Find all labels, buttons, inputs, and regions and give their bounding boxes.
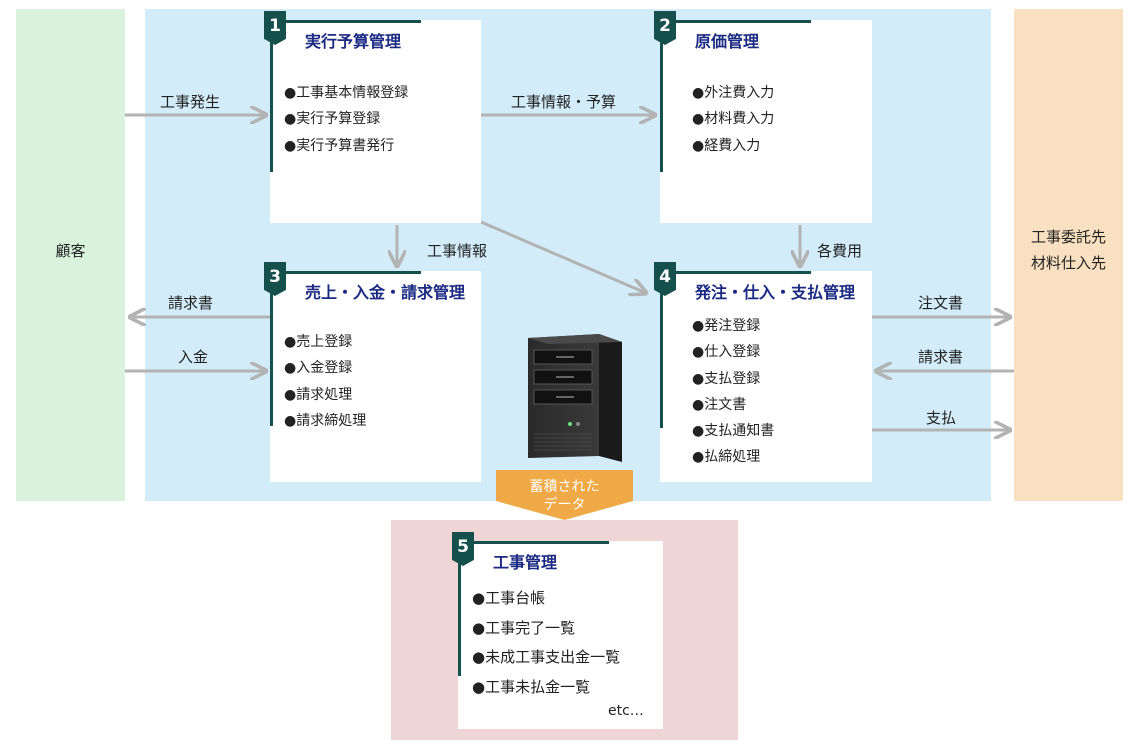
module-purchasing: 4 発注・仕入・支払管理 発注登録 仕入登録 支払登録 注文書 支払通知書 払締…	[654, 262, 872, 482]
module-item: 払締処理	[692, 444, 774, 470]
module-item: 実行予算書発行	[284, 133, 408, 159]
module-item: 実行予算登録	[284, 106, 408, 132]
module-item: 発注登録	[692, 313, 774, 339]
module-item: 材料費入力	[692, 106, 774, 132]
customer-label: 顧客	[55, 242, 86, 260]
customer-zone	[16, 9, 125, 501]
accumulated-data-label: 蓄積された データ	[529, 479, 600, 513]
vendor-zone	[1014, 9, 1123, 501]
module-item: 外注費入力	[692, 80, 774, 106]
etc-label: etc…	[608, 703, 644, 719]
module-item: 支払登録	[692, 366, 774, 392]
module-item: 売上登録	[284, 329, 366, 355]
flow-label-expenses: 各費用	[817, 242, 863, 260]
module-item: 未成工事支出金一覧	[472, 643, 620, 673]
module-number-badge: 1	[264, 11, 286, 45]
flow-label-info-budget: 工事情報・予算	[511, 93, 617, 111]
module-item: 入金登録	[284, 355, 366, 381]
module-item: 工事台帳	[472, 584, 620, 614]
flow-label-invoice-to-customer: 請求書	[168, 294, 214, 312]
module-item: 注文書	[692, 392, 774, 418]
arrow-1-to-4	[480, 220, 646, 293]
module-title: 発注・仕入・支払管理	[695, 283, 856, 302]
module-title: 実行予算管理	[305, 32, 402, 51]
flow-label-construction-info: 工事情報	[427, 242, 488, 260]
server-icon	[528, 334, 622, 462]
flow-label-payment: 支払	[926, 409, 957, 427]
module-item: 請求締処理	[284, 408, 366, 434]
module-budget: 1 実行予算管理 工事基本情報登録 実行予算登録 実行予算書発行	[264, 11, 481, 223]
module-number-badge: 3	[264, 262, 286, 296]
flow-label-construction-start: 工事発生	[160, 93, 221, 111]
flow-label-purchase-order: 注文書	[918, 294, 964, 312]
module-number-badge: 5	[452, 532, 474, 566]
module-item: 工事未払金一覧	[472, 673, 620, 703]
vendor-label: 工事委託先 材料仕入先	[1030, 228, 1106, 272]
module-cost: 2 原価管理 外注費入力 材料費入力 経費入力	[654, 11, 872, 223]
module-item: 工事基本情報登録	[284, 80, 408, 106]
module-title: 原価管理	[695, 32, 760, 51]
module-sales: 3 売上・入金・請求管理 売上登録 入金登録 請求処理 請求締処理	[264, 262, 481, 482]
module-title: 工事管理	[493, 553, 558, 572]
module-number-badge: 4	[654, 262, 676, 296]
module-number-badge: 2	[654, 11, 676, 45]
flow-label-invoice-from-vendor: 請求書	[918, 348, 964, 366]
module-item: 経費入力	[692, 133, 774, 159]
module-item: 請求処理	[284, 382, 366, 408]
flow-label-payment-received: 入金	[178, 348, 209, 366]
module-construction: 5 工事管理 工事台帳 工事完了一覧 未成工事支出金一覧 工事未払金一覧 etc…	[452, 532, 663, 729]
module-title: 売上・入金・請求管理	[305, 283, 466, 302]
module-item: 仕入登録	[692, 339, 774, 365]
module-item: 工事完了一覧	[472, 614, 620, 644]
module-item: 支払通知書	[692, 418, 774, 444]
